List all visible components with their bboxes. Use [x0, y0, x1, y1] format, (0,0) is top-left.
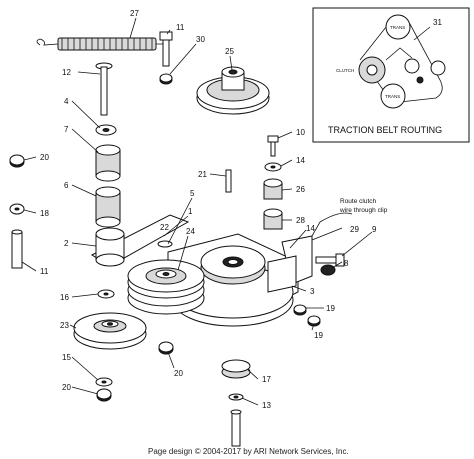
callout: 17 [262, 375, 271, 384]
callout: 23 [60, 321, 69, 330]
callout: 14 [306, 224, 315, 233]
callout: 31 [433, 18, 442, 27]
callout: 27 [130, 9, 139, 18]
callout: 4 [64, 97, 69, 106]
bushing-7 [95, 144, 121, 182]
callout: 15 [62, 353, 71, 362]
route-clutch-note: Route clutch wire through clip [339, 198, 388, 214]
callout: 3 [310, 287, 315, 296]
bracket-29 [267, 235, 313, 293]
bolt-top [159, 31, 173, 67]
callout: 14 [296, 156, 305, 165]
callout: 19 [314, 331, 323, 340]
callout: 12 [62, 68, 71, 77]
shaft-12 [95, 62, 113, 116]
pulley-25 [196, 66, 270, 115]
idler-arm-2 [90, 214, 190, 267]
callout: 25 [225, 47, 234, 56]
svg-text:CLUTCH: CLUTCH [336, 68, 354, 73]
pulley-24 [127, 259, 205, 315]
svg-text:wire through clip: wire through clip [339, 207, 388, 214]
extension-spring [36, 37, 166, 51]
callout: 7 [64, 125, 69, 134]
callout: 5 [190, 189, 195, 198]
callout: 16 [60, 293, 69, 302]
left-fastener-stack [9, 154, 25, 269]
callout: 28 [296, 216, 305, 225]
callout: 8 [344, 259, 349, 268]
callout: 10 [296, 128, 305, 137]
nut-20-middle [158, 341, 174, 355]
pulley-23 [73, 312, 147, 350]
nuts-19-8 [293, 264, 336, 327]
traction-belt-inset: 31 TRANS CLUTCH TRANS TRACTION BELT ROUT… [312, 7, 470, 143]
trans-pulley-top [385, 14, 411, 40]
callout: 13 [262, 401, 271, 410]
copyright-footer: Page design © 2004-2017 by ARI Network S… [148, 447, 349, 456]
callout: 2 [64, 239, 69, 248]
callout: 21 [198, 170, 207, 179]
spacer-17-stack [221, 359, 251, 447]
callout: 1 [188, 207, 193, 216]
callout: 19 [326, 304, 335, 313]
washer-22 [157, 240, 173, 248]
trans-pulley-bottom [380, 83, 406, 109]
callout: 11 [176, 23, 185, 32]
svg-text:Route clutch: Route clutch [340, 198, 377, 205]
washer-16 [97, 289, 115, 299]
callout: 6 [64, 181, 69, 190]
callout: 30 [196, 35, 205, 44]
callout: 20 [40, 153, 49, 162]
callout: 26 [296, 185, 305, 194]
bolt-9 [315, 253, 345, 267]
bottom-left-fasteners [95, 377, 113, 402]
callout: 11 [40, 267, 49, 276]
bushing-6 [95, 186, 121, 228]
nut-30 [159, 73, 173, 85]
washer-4 [95, 124, 117, 136]
svg-text:TRANS: TRANS [390, 25, 405, 30]
callout: 9 [372, 225, 377, 234]
callout: 18 [40, 209, 49, 218]
inset-title: TRACTION BELT ROUTING [328, 125, 442, 135]
callout: 20 [174, 369, 183, 378]
callout-numbers: 27 11 30 12 25 4 7 10 20 14 6 21 5 26 18… [40, 9, 377, 410]
callout: 29 [350, 225, 359, 234]
svg-text:TRANS: TRANS [385, 94, 400, 99]
leader-lines [21, 17, 373, 406]
callout: 24 [186, 227, 195, 236]
right-fastener-stack [263, 135, 283, 230]
callout: 22 [160, 223, 169, 232]
callout: 20 [62, 383, 71, 392]
pin-21 [225, 169, 232, 193]
